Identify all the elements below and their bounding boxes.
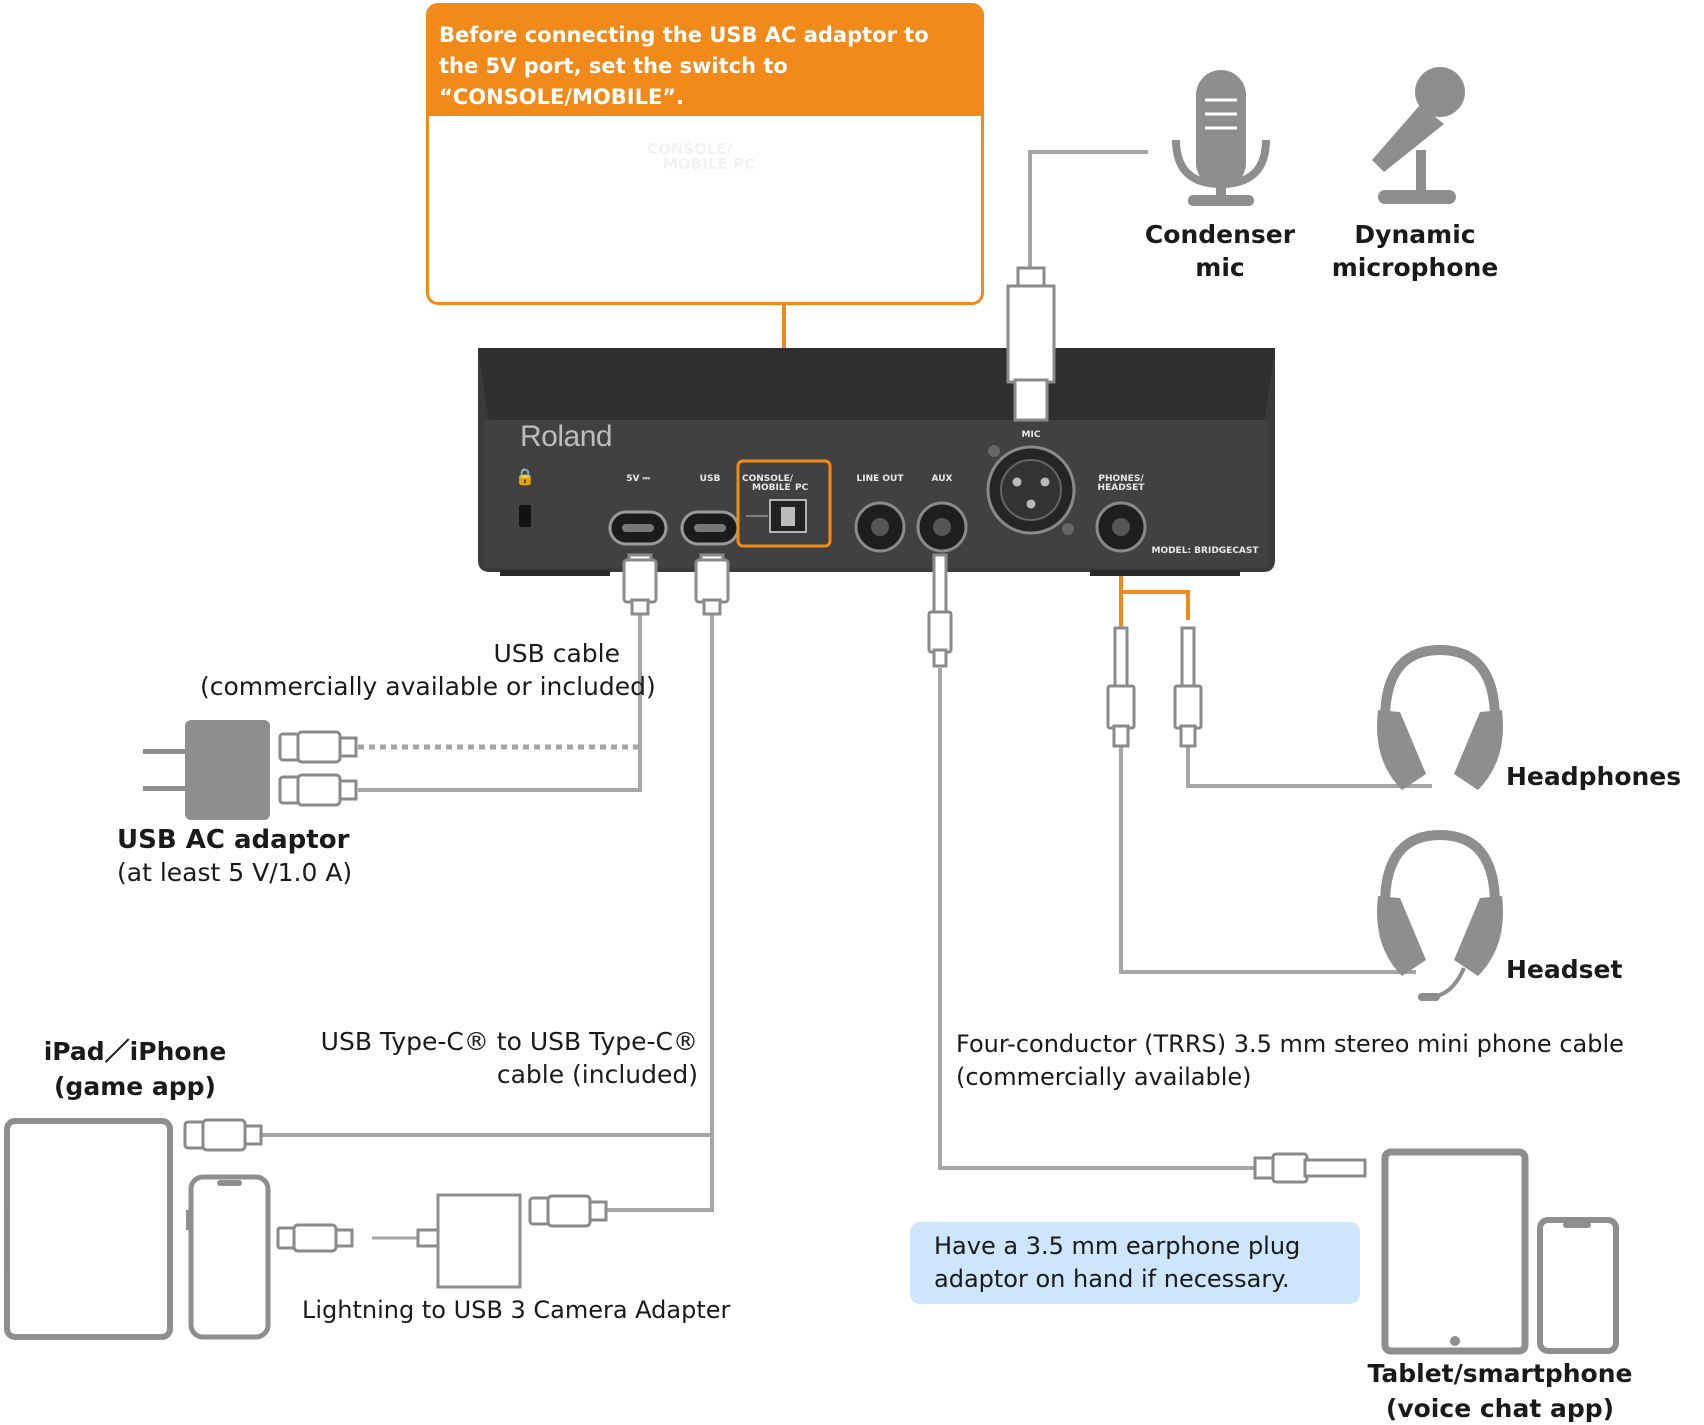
condenser-mic-label-2: mic xyxy=(1195,253,1245,282)
port-label-line-out: LINE OUT xyxy=(856,474,904,484)
headset-label: Headset xyxy=(1506,955,1623,984)
usb-ac-adaptor-label: USB AC adaptor xyxy=(117,825,350,855)
trrs-cable-label-1: Four-conductor (TRRS) 3.5 mm stereo mini… xyxy=(956,1030,1624,1058)
device-switch-label-pc: PC xyxy=(795,483,809,493)
tablet-icon xyxy=(1381,1148,1529,1355)
port-label-aux: AUX xyxy=(931,474,953,484)
tablet-smartphone-icons xyxy=(1381,1148,1619,1355)
bridgecast-device: 🔒 xyxy=(478,348,1275,576)
camera-adapter-icon xyxy=(436,1193,522,1289)
port-label-headset: HEADSET xyxy=(1097,483,1145,493)
callout-switch-label-console: CONSOLE/ xyxy=(647,140,733,158)
port-label-mic: MIC xyxy=(1021,430,1041,440)
port-label-5v: 5V ⎓ xyxy=(626,474,650,484)
headphones-label: Headphones xyxy=(1506,762,1682,791)
trrs-cable xyxy=(938,668,1255,1170)
note-line-2: adaptor on hand if necessary. xyxy=(934,1265,1290,1293)
condenser-mic-label-1: Condenser xyxy=(1144,220,1296,249)
port-label-usb: USB xyxy=(699,474,721,484)
svg-text:🔒: 🔒 xyxy=(515,467,535,486)
usb-5v-cable xyxy=(358,612,642,792)
usb-ac-adaptor-sublabel: (at least 5 V/1.0 A) xyxy=(117,858,353,887)
ipad-iphone-label-1: iPad／iPhone xyxy=(43,1037,227,1066)
earphone-adaptor-note: Have a 3.5 mm earphone plug adaptor on h… xyxy=(910,1222,1360,1304)
lightning-adapter-label: Lightning to USB 3 Camera Adapter xyxy=(302,1296,731,1324)
typec-cable-label-2: cable (included) xyxy=(496,1060,698,1089)
headset-icon xyxy=(1377,829,1503,1001)
dynamic-mic-label-2: microphone xyxy=(1331,253,1499,282)
ipad-iphone-label-2: (game app) xyxy=(54,1072,216,1101)
roland-logo: Roland xyxy=(520,420,613,453)
headphones-cable xyxy=(1186,745,1432,788)
device-switch-label-console: CONSOLE/ xyxy=(742,474,794,484)
headset-cable xyxy=(1119,745,1416,974)
tablet-smartphone-label-1: Tablet/smartphone xyxy=(1367,1359,1633,1388)
headphones-icon xyxy=(1377,644,1503,790)
plugs xyxy=(183,266,1367,1253)
callout-heading: Before connecting the USB AC adaptor to … xyxy=(429,6,981,116)
condenser-mic-icon xyxy=(1172,70,1270,206)
device-switch-label-mobile: MOBILE xyxy=(752,483,791,493)
usb-cable-label-1: USB cable xyxy=(493,639,620,668)
trrs-cable-label-2: (commercially available) xyxy=(956,1063,1252,1091)
ipad-iphone-icons xyxy=(4,1118,271,1340)
tablet-smartphone-label-2: (voice chat app) xyxy=(1385,1394,1615,1423)
smartphone-icon xyxy=(1537,1217,1619,1354)
model-label: MODEL: BRIDGECAST xyxy=(1151,546,1259,556)
mic-cable xyxy=(1028,150,1148,270)
note-line-1: Have a 3.5 mm earphone plug xyxy=(934,1232,1301,1260)
dynamic-mic-label-1: Dynamic xyxy=(1354,220,1476,249)
cables xyxy=(262,150,1432,1240)
usb-typec-cable xyxy=(605,612,714,1212)
usb-cable-label-2: (commercially available or included) xyxy=(200,672,656,701)
usb-ac-adaptor-icon xyxy=(143,720,270,820)
iphone-icon xyxy=(188,1174,271,1340)
dynamic-microphone-icon xyxy=(1372,67,1465,204)
port-label-phones: PHONES/ xyxy=(1098,474,1144,484)
switch-callout: Before connecting the USB AC adaptor to … xyxy=(426,3,984,305)
typec-cable-label-1: USB Type-C® to USB Type-C® xyxy=(320,1027,698,1056)
callout-switch-label-mobile: MOBILE xyxy=(663,155,728,173)
callout-switch-label-pc: PC xyxy=(733,155,756,173)
ipad-icon xyxy=(4,1118,173,1340)
